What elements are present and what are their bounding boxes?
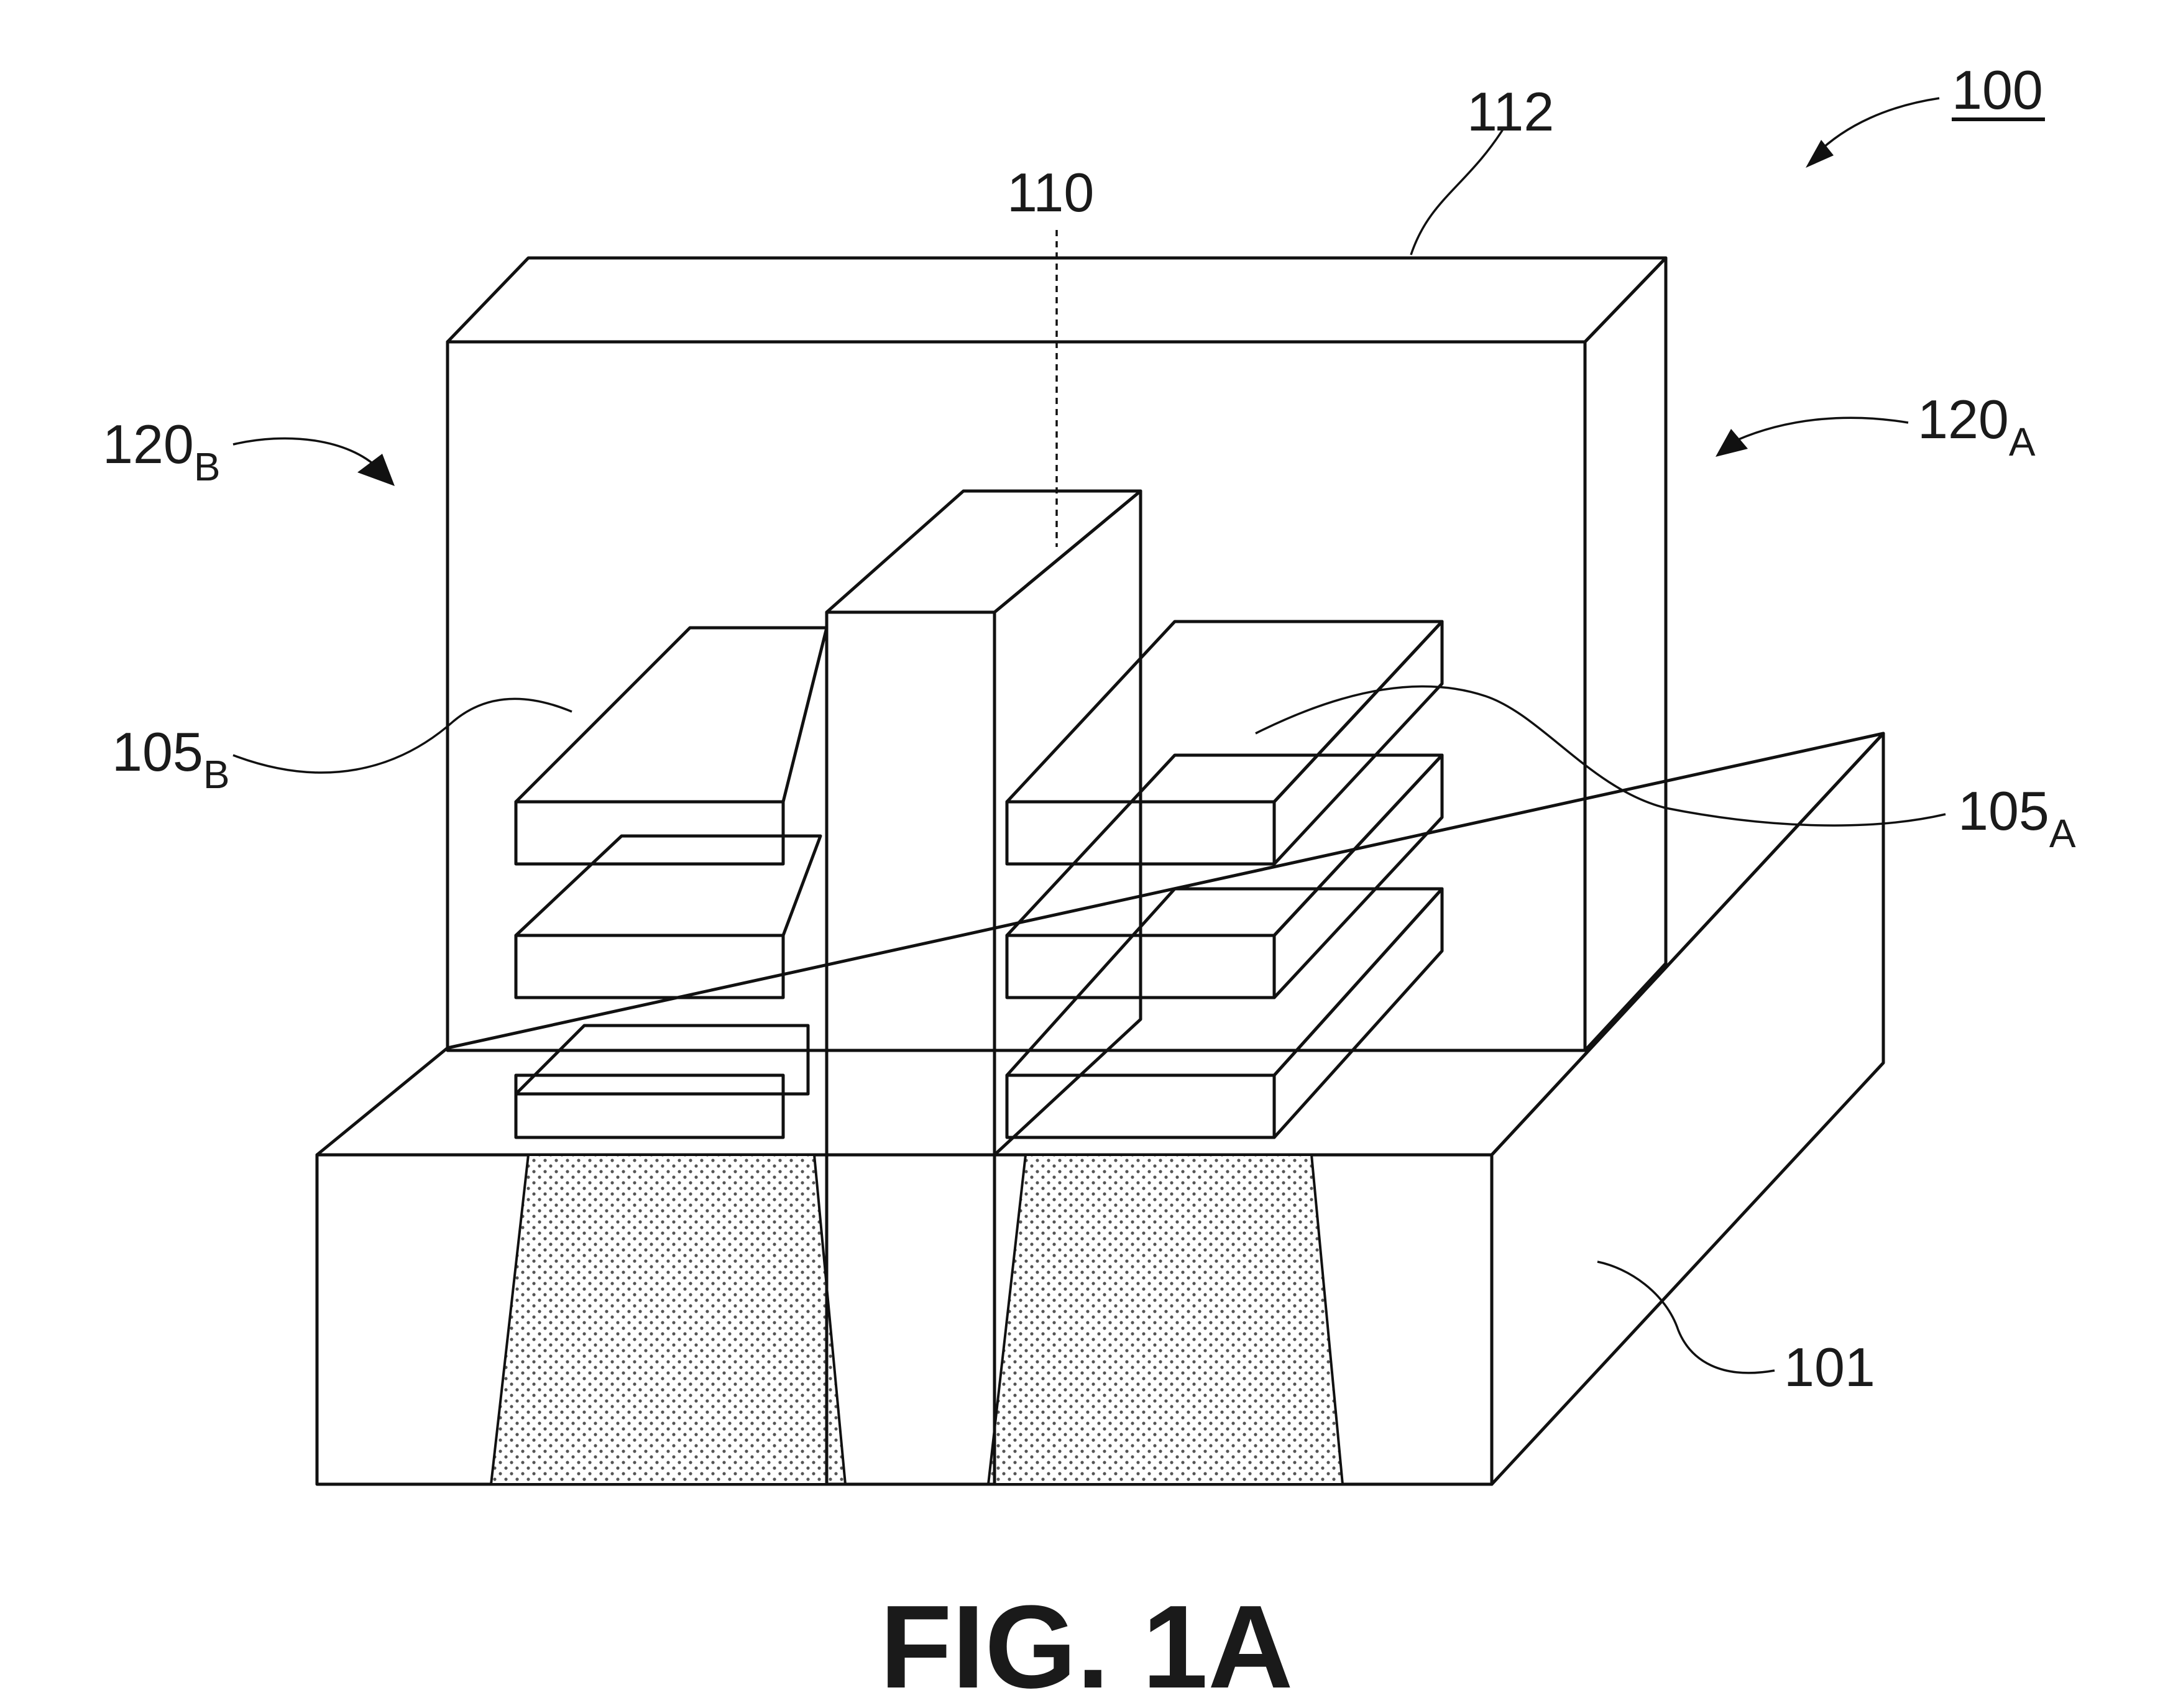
substrate-101 <box>315 732 1885 1486</box>
leader-101 <box>1597 1260 1775 1374</box>
arrow-100 <box>1806 140 1834 168</box>
gate-112 <box>446 256 1668 1052</box>
arrow-120b <box>357 454 395 486</box>
wall-front-face <box>825 610 996 1486</box>
leader-120a <box>1734 416 1909 443</box>
label-110: 110 <box>1007 162 1094 223</box>
channel-105a-1 <box>1005 800 1276 866</box>
isolation-region-right <box>986 1154 1344 1485</box>
channel-105b-2 <box>514 934 785 999</box>
figure-caption: FIG. 1A <box>880 1581 1293 1708</box>
gate-front-face <box>446 340 1587 1052</box>
substrate-top-face <box>315 732 1885 1157</box>
label-100: 100 <box>1952 59 2043 121</box>
label-112: 112 <box>1467 81 1554 142</box>
gate-side-face <box>1583 256 1668 1052</box>
channel-105a-2 <box>1005 934 1276 999</box>
wall-110 <box>825 489 1142 1486</box>
label-120a: 120A <box>1918 388 2036 464</box>
wall-top-face <box>825 489 1142 614</box>
label-105a: 105A <box>1958 780 2076 856</box>
isolation-region-left <box>489 1154 847 1485</box>
leader-100 <box>1814 97 1940 157</box>
label-105b: 105B <box>112 721 230 797</box>
leader-105b <box>232 697 572 774</box>
channel-105a-3 <box>1005 1073 1276 1139</box>
channel-stack-105a <box>1005 620 1444 1139</box>
leader-105a <box>1255 685 1946 827</box>
leader-120b <box>232 437 380 471</box>
wall-side-face <box>993 489 1142 1157</box>
label-120b: 120B <box>103 413 221 489</box>
reference-labels: 100 112 110 120B 120A 105B 105A 101 <box>103 59 2076 1398</box>
arrow-120a <box>1716 429 1748 457</box>
channel-105b-3 <box>514 1073 785 1139</box>
leader-112 <box>1410 127 1505 255</box>
channel-105b-1 <box>514 800 785 866</box>
label-101: 101 <box>1784 1336 1875 1398</box>
leader-lines <box>232 97 1946 1374</box>
channel-stack-105b <box>514 626 829 1139</box>
